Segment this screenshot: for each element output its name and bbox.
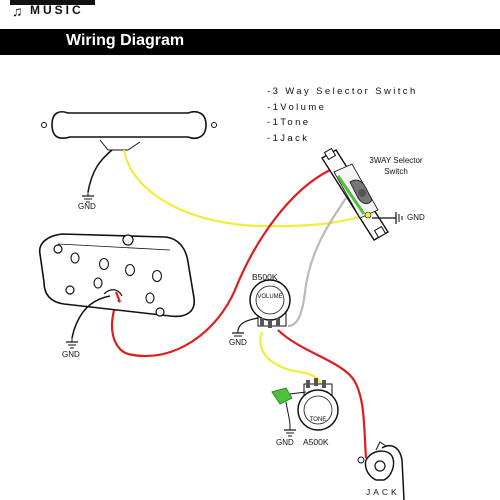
gnd-label: GND bbox=[78, 202, 96, 211]
yellow-wire-volume-to-tone bbox=[259, 331, 322, 389]
neck-hot-lead bbox=[123, 149, 127, 159]
bridge-ground-wire bbox=[71, 295, 111, 339]
brand-logo: ♫ MUSIC bbox=[0, 0, 110, 20]
red-wire-bridge-to-switch bbox=[111, 169, 331, 358]
switch-subtitle-label: Switch bbox=[384, 167, 408, 176]
jack-label: JACK bbox=[366, 487, 400, 497]
parts-list-item: -1Jack bbox=[267, 132, 310, 144]
gray-wire-switch-to-volume bbox=[287, 197, 347, 328]
ground-symbol-icon bbox=[395, 212, 403, 224]
parts-list-item: -1Tone bbox=[267, 117, 311, 128]
volume-face-label: VOLUME bbox=[257, 294, 283, 300]
gnd-label: GND bbox=[229, 338, 247, 347]
ground-symbol-icon bbox=[82, 192, 94, 203]
ground-symbol-icon bbox=[232, 330, 244, 337]
tone-face-label: TONE bbox=[309, 417, 327, 423]
selector-switch-icon bbox=[321, 147, 389, 241]
title-bar: Wiring Diagram bbox=[0, 29, 500, 55]
gnd-label: GND bbox=[276, 438, 294, 447]
capacitor-icon bbox=[271, 387, 307, 427]
volume-ground-wire bbox=[237, 317, 259, 331]
gnd-label: GND bbox=[62, 350, 80, 359]
volume-pot-icon bbox=[249, 279, 291, 328]
svg-text:♫: ♫ bbox=[12, 3, 23, 19]
ground-symbol-icon bbox=[284, 426, 296, 437]
yellow-wire-neck-to-switch bbox=[124, 157, 369, 228]
tone-pot-icon bbox=[297, 378, 339, 431]
black-wire-jack bbox=[381, 444, 405, 500]
bridge-hot-lead bbox=[114, 291, 122, 303]
output-jack-icon bbox=[357, 441, 395, 481]
page-title: Wiring Diagram bbox=[66, 32, 185, 49]
red-wire-volume-to-jack bbox=[277, 329, 368, 459]
bridge-pickup-icon bbox=[38, 233, 195, 318]
volume-value-label: B500K bbox=[252, 272, 278, 282]
parts-list-item: -3 Way Selector Switch bbox=[267, 86, 418, 97]
logo-text: MUSIC bbox=[30, 3, 84, 17]
neck-ground-wire bbox=[87, 149, 113, 193]
tone-value-label: A500K bbox=[303, 437, 329, 447]
gnd-label: GND bbox=[407, 213, 425, 222]
ground-symbol-icon bbox=[66, 338, 78, 349]
parts-list-item: -1Volume bbox=[267, 101, 327, 113]
logo-mark-icon: ♫ bbox=[10, 0, 95, 19]
neck-pickup-icon bbox=[41, 110, 217, 151]
switch-title-label: 3WAY Selector bbox=[369, 156, 423, 165]
parts-list: -3 Way Selector Switch -1Volume -1Tone -… bbox=[267, 84, 418, 146]
